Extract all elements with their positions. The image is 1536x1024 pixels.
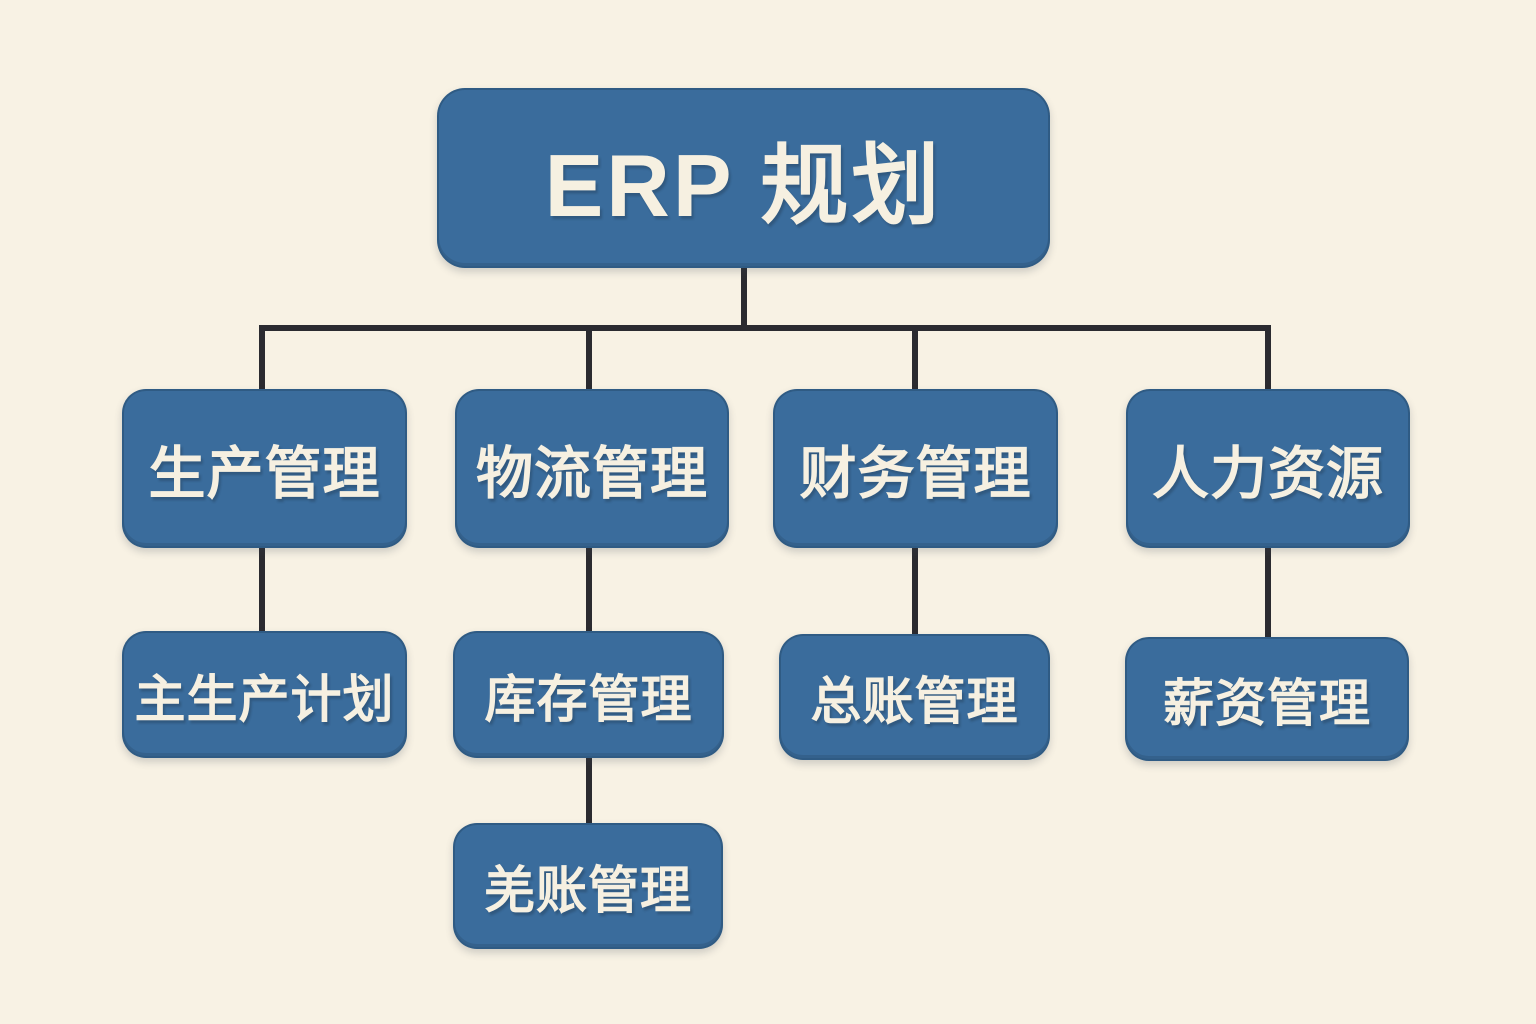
node-production-management: 生产管理 bbox=[122, 389, 407, 548]
connector-logistics-to-inventory bbox=[586, 546, 592, 634]
node-accounts-management: 羌账管理 bbox=[453, 823, 723, 949]
node-general-ledger-management-label: 总账管理 bbox=[810, 673, 1019, 730]
connector-bus-to-hr bbox=[1265, 325, 1271, 391]
node-accounts-management-label: 羌账管理 bbox=[483, 862, 692, 919]
node-logistics-management: 物流管理 bbox=[455, 389, 729, 548]
connector-bus-to-logistics bbox=[586, 325, 592, 391]
node-master-production-plan-label: 主生产计划 bbox=[134, 670, 395, 728]
node-finance-management: 财务管理 bbox=[773, 389, 1058, 548]
node-erp-planning: ERP 规划 bbox=[437, 88, 1050, 268]
node-erp-planning-label: ERP 规划 bbox=[544, 135, 943, 235]
connector-finance-to-ledger bbox=[912, 546, 918, 637]
connector-inventory-to-accounts bbox=[586, 755, 592, 826]
connector-bus-to-production bbox=[259, 325, 265, 391]
connector-hr-to-payroll bbox=[1265, 546, 1271, 640]
node-inventory-management: 库存管理 bbox=[453, 631, 724, 758]
node-general-ledger-management: 总账管理 bbox=[779, 634, 1050, 760]
node-finance-management-label: 财务管理 bbox=[799, 441, 1032, 506]
node-logistics-management-label: 物流管理 bbox=[476, 441, 708, 506]
connector-horizontal-bus bbox=[259, 325, 1271, 331]
connector-bus-to-finance bbox=[912, 325, 918, 391]
node-master-production-plan: 主生产计划 bbox=[122, 631, 407, 758]
node-human-resources: 人力资源 bbox=[1126, 389, 1410, 548]
node-inventory-management-label: 库存管理 bbox=[484, 670, 693, 728]
connector-root-vertical bbox=[741, 264, 747, 327]
connector-production-to-master-plan bbox=[259, 546, 265, 634]
node-payroll-management: 薪资管理 bbox=[1125, 637, 1409, 761]
node-human-resources-label: 人力资源 bbox=[1152, 441, 1384, 506]
node-production-management-label: 生产管理 bbox=[148, 441, 381, 506]
node-payroll-management-label: 薪资管理 bbox=[1162, 675, 1371, 732]
